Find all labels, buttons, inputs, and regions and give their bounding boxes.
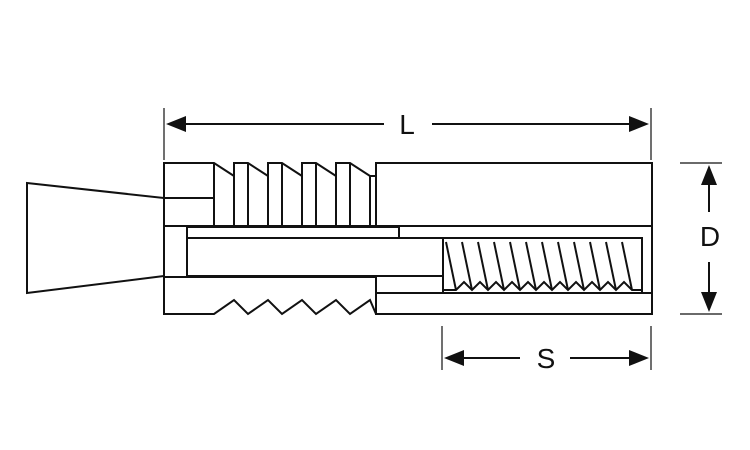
lower-wall-plain-section: [375, 292, 653, 315]
length-arrow-right: [629, 116, 649, 132]
plug-top-step: [186, 226, 400, 239]
thread-arrow-left: [444, 350, 464, 366]
lower-wall-ribbed-section: [163, 276, 377, 316]
diameter-arrow-top: [701, 165, 717, 185]
dimension-length: L: [163, 108, 652, 160]
upper-wall-ribbed-section: [163, 162, 377, 227]
thread-crests: [443, 280, 642, 292]
diameter-label: D: [700, 221, 720, 252]
thread-flanks: [445, 241, 633, 291]
upper-wall-plain-section: [375, 162, 653, 227]
dimension-diameter: D: [680, 162, 722, 315]
anchor-lower-wall: [163, 276, 653, 316]
internal-thread: [442, 237, 643, 294]
thread-arrow-right: [629, 350, 649, 366]
expansion-plug: [186, 237, 444, 277]
diameter-arrow-bottom: [701, 292, 717, 312]
length-label: L: [399, 109, 415, 140]
length-arrow-left: [166, 116, 186, 132]
thread-label: S: [537, 343, 556, 374]
anchor-upper-wall: [163, 162, 653, 227]
setting-tool-taper: [26, 181, 165, 295]
dimension-thread: S: [441, 326, 652, 374]
